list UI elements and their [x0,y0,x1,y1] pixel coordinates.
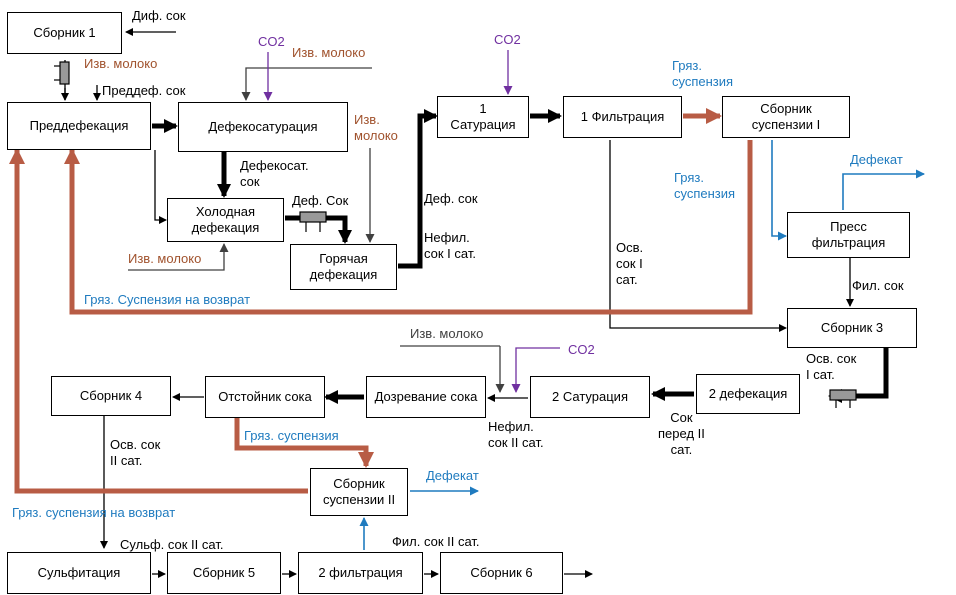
label-dif-sok: Диф. сок [132,8,186,23]
box-goryachaya-defekaciya: Горячая дефекация [290,244,397,290]
label-osv-sok-3: Осв. сок II сат. [110,437,161,468]
label-def-sok-2: Деф. сок [424,191,478,206]
arrow-press-defekat [842,169,925,210]
filter-symbol-1 [54,61,70,85]
arrow-co2-saturaciya2 [511,347,560,393]
box-otstoinik-soka: Отстойник сока [205,376,325,418]
label-sulf-sok: Сульф. сок II сат. [120,537,224,552]
arrow-predef-to-holodnaya [154,150,167,224]
arrow-susp-return-2 [9,148,308,494]
label-predef-sok: Преддеф. сок [102,83,186,98]
label-gryaz-vozvrat-1: Гряз. Суспензия на возврат [84,292,251,307]
box-predefekaciya: Преддефекация [7,102,151,150]
box-holodnaya-defekaciya: Холодная дефекация [167,198,284,242]
box-sbornik-suspenzii-1: Сборник суспензии I [722,96,850,138]
label-fil-sok-2: Фил. сок II сат. [392,534,480,549]
label-gryaz-susp-3: Гряз. суспензия [244,428,339,443]
arrow-otstoinik-to-sbornik-susp2 [234,417,374,468]
box-press-filtraciya: Пресс фильтрация [787,212,910,258]
label-izv-moloko-2: Изв. молоко [292,45,366,60]
label-izv-moloko-4: Изв. молоко [128,251,202,266]
box-filtraciya-1: 1 Фильтрация [563,96,682,138]
box-defekosaturaciya: Дефекосатурация [178,102,348,152]
box-sbornik-6: Сборник 6 [440,552,563,594]
arrow-izv-moloko-defekosat [241,67,372,101]
box-sbornik-3: Сборник 3 [787,308,917,348]
label-gryaz-susp-2: Гряз. суспензия [674,170,736,201]
label-sok-pered: Сок перед II сат. [658,410,705,457]
label-izv-moloko-5: Изв. молоко [410,326,484,341]
label-izv-moloko-3: Изв. молоко [354,112,398,143]
box-sbornik-1: Сборник 1 [7,12,122,54]
label-osv-sok-2: Осв. сок I сат. [806,351,857,382]
box-saturaciya-2: 2 Сатурация [530,376,650,418]
label-nefil-sok-2: Нефил. сок II сат. [488,419,544,450]
filter-symbol-3 [829,389,857,408]
label-co2-3: CO2 [568,342,595,357]
box-defekaciya-2: 2 дефекация [696,374,800,414]
label-osv-sok-1: Осв. сок I сат. [616,240,644,287]
arrow-izv-moloko-holodnaya [128,243,229,271]
box-saturaciya-1: 1 Сатурация [437,96,529,138]
arrow-susp1-to-press [771,140,787,241]
label-defekat-2: Дефекат [426,468,479,483]
label-defekosat-sok: Дефекосат. сок [240,158,309,189]
box-sulfitaciya: Сульфитация [7,552,151,594]
label-nefil-sok-1: Нефил. сок I сат. [424,230,476,261]
arrow-osv-sok-to-sbornik3 [609,140,787,332]
label-co2-2: CO2 [494,32,521,47]
arrow-susp-return-1 [64,140,753,315]
label-fil-sok: Фил. сок [852,278,904,293]
label-gryaz-vozvrat-2: Гряз. суспензия на возврат [12,505,176,520]
arrow-goryachaya-to-saturaciya1 [398,109,438,269]
box-dozrevanie-soka: Дозревание сока [366,376,486,418]
box-sbornik-4: Сборник 4 [51,376,171,416]
label-izv-moloko-1: Изв. молоко [84,56,158,71]
label-gryaz-susp-1: Гряз. суспензия [672,58,734,89]
box-filtraciya-2: 2 фильтрация [298,552,423,594]
label-defekat-1: Дефекат [850,152,903,167]
label-def-sok-1: Деф. Сок [292,193,349,208]
filter-symbol-2 [299,211,327,232]
box-sbornik-5: Сборник 5 [167,552,281,594]
box-sbornik-suspenzii-2: Сборник суспензии II [310,468,408,516]
label-co2-1: CO2 [258,34,285,49]
